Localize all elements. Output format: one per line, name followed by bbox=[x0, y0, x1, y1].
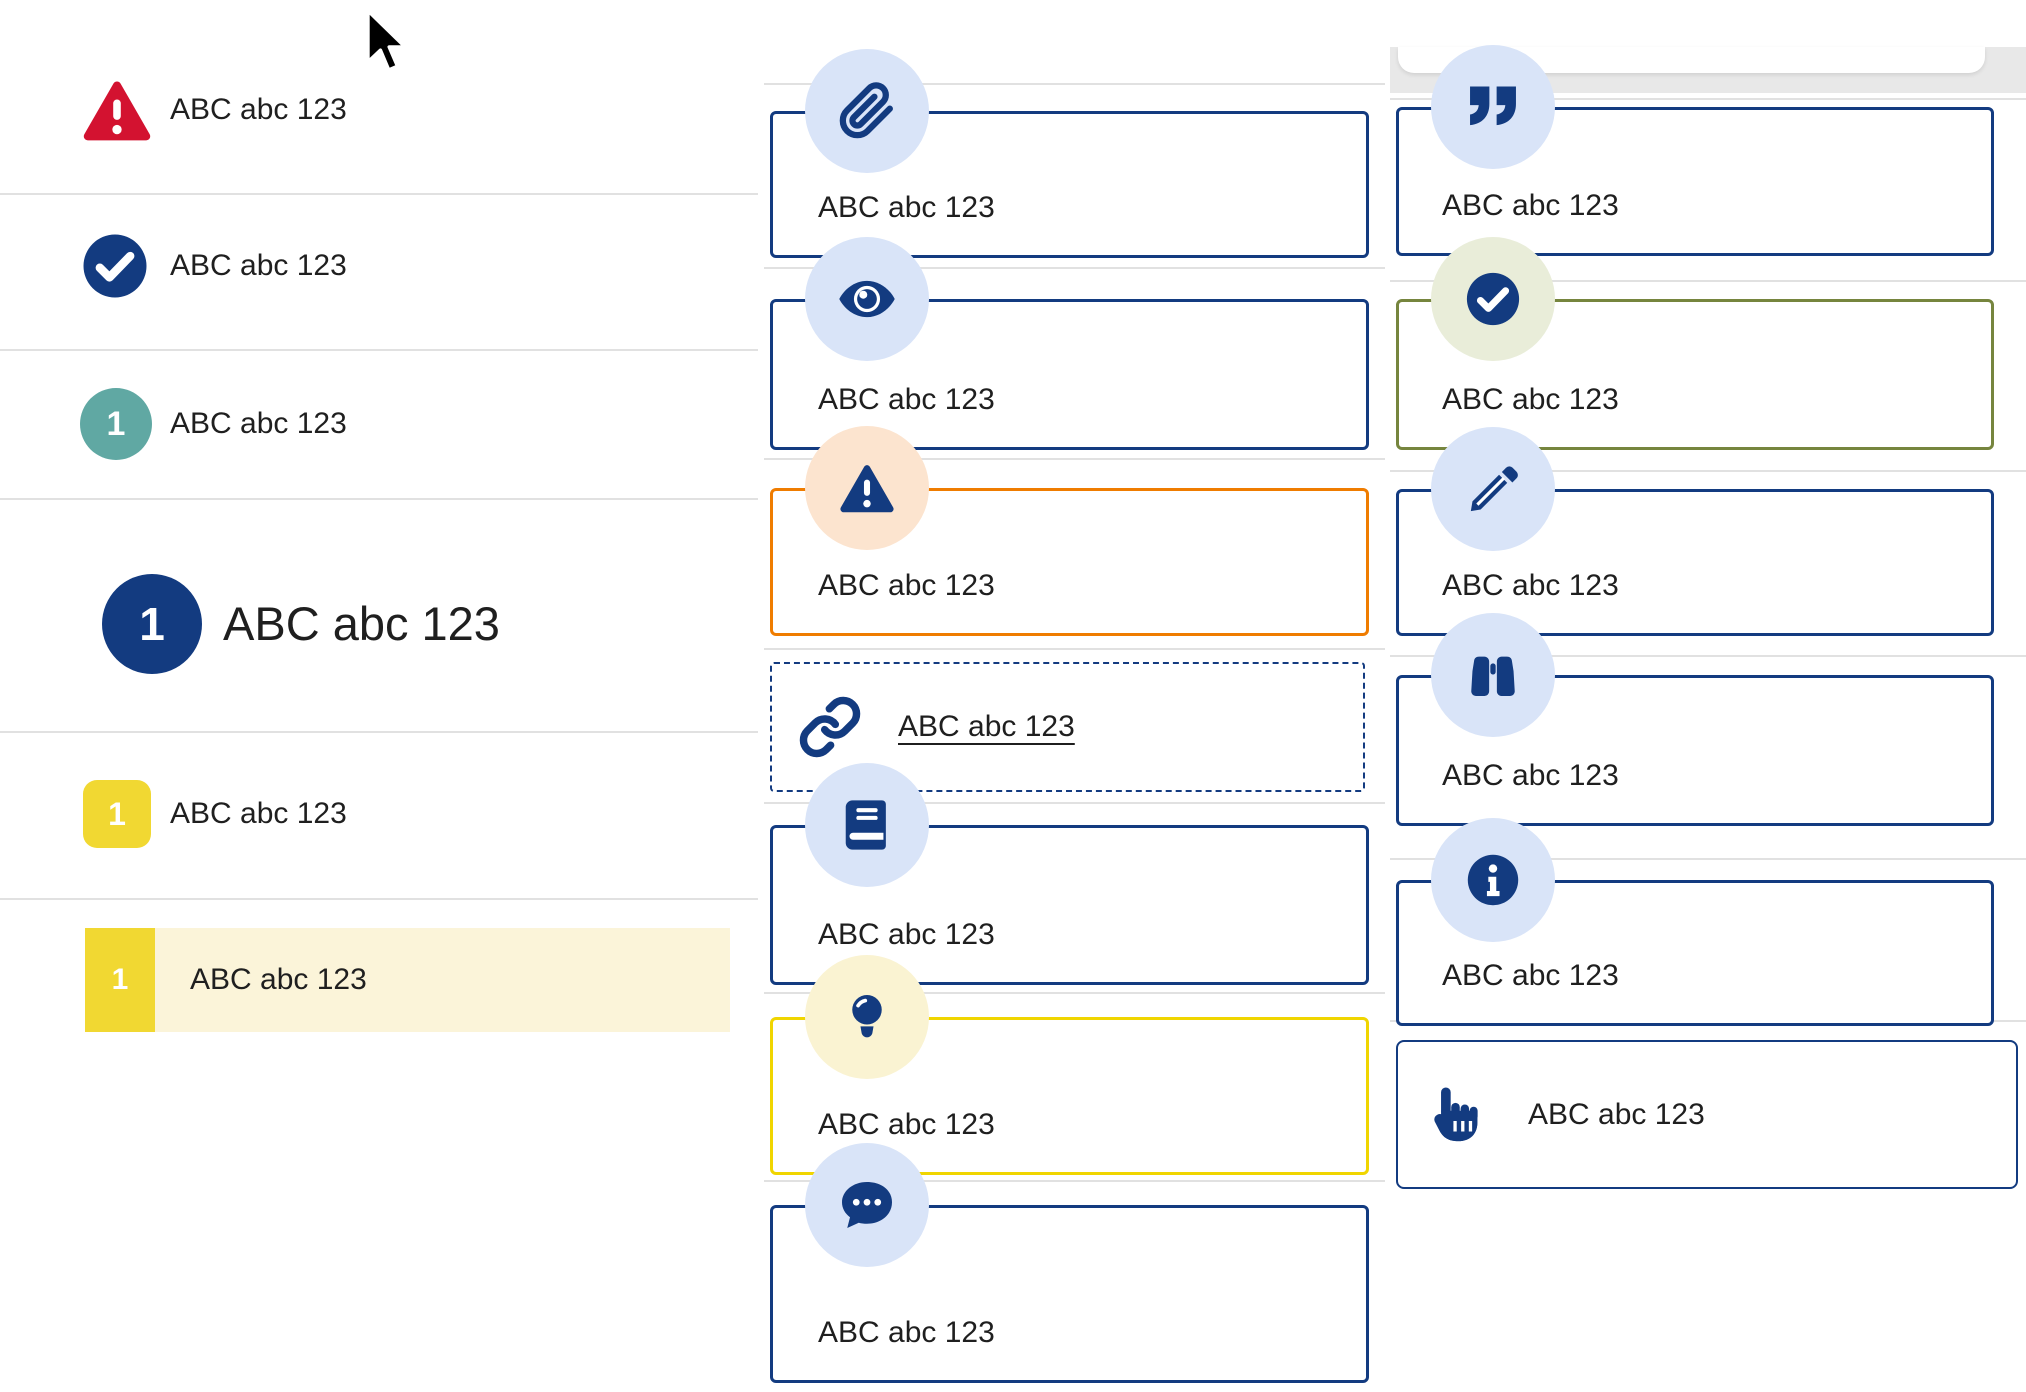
list-item-label: ABC abc 123 bbox=[190, 963, 367, 996]
callout-label: ABC abc 123 bbox=[818, 918, 995, 951]
callout-label: ABC abc 123 bbox=[1442, 759, 1619, 792]
callout-label: ABC abc 123 bbox=[818, 1316, 995, 1349]
divider bbox=[1390, 858, 2026, 860]
callout-badge bbox=[1431, 818, 1555, 942]
callout-label: ABC abc 123 bbox=[1442, 569, 1619, 602]
divider bbox=[764, 992, 1385, 994]
chat-icon bbox=[837, 1175, 897, 1235]
divider bbox=[764, 802, 1385, 804]
divider bbox=[1390, 470, 2026, 472]
callout-badge bbox=[1431, 45, 1555, 169]
list-item-label: ABC abc 123 bbox=[170, 797, 347, 830]
callout-label: ABC abc 123 bbox=[1442, 959, 1619, 992]
info-icon bbox=[1465, 852, 1521, 908]
callout-label: ABC abc 123 bbox=[1442, 383, 1619, 416]
list-item-step-large[interactable]: 1 ABC abc 123 bbox=[102, 573, 500, 674]
list-item-step-highlighted[interactable]: 1 ABC abc 123 bbox=[85, 928, 730, 1032]
callout-label: ABC abc 123 bbox=[1528, 1097, 1705, 1131]
callout-badge bbox=[805, 763, 929, 887]
list-item-label: ABC abc 123 bbox=[170, 407, 347, 440]
check-circle-icon bbox=[80, 231, 150, 301]
quote-icon bbox=[1464, 78, 1522, 136]
callout-label: ABC abc 123 bbox=[818, 191, 995, 224]
divider bbox=[1390, 280, 2026, 282]
hand-pointer-icon bbox=[1424, 1082, 1490, 1148]
divider bbox=[764, 267, 1385, 269]
callout-label: ABC abc 123 bbox=[1442, 189, 1619, 222]
divider bbox=[0, 731, 758, 733]
divider bbox=[1390, 98, 2026, 100]
alert-triangle-icon bbox=[838, 460, 896, 516]
link-label[interactable]: ABC abc 123 bbox=[898, 710, 1075, 743]
callout-badge bbox=[805, 955, 929, 1079]
list-item-step-teal[interactable]: 1 ABC abc 123 bbox=[80, 374, 347, 474]
step-number-badge: 1 bbox=[83, 780, 151, 848]
book-icon bbox=[838, 796, 896, 854]
step-number-badge: 1 bbox=[85, 928, 155, 1032]
callout-label: ABC abc 123 bbox=[818, 383, 995, 416]
divider bbox=[0, 498, 758, 500]
list-item-alert[interactable]: ABC abc 123 bbox=[80, 60, 347, 160]
callout-action[interactable]: ABC abc 123 bbox=[1396, 1040, 2018, 1189]
alert-triangle-icon bbox=[80, 75, 154, 145]
callout-label: ABC abc 123 bbox=[818, 1108, 995, 1141]
link-icon bbox=[798, 695, 862, 759]
divider bbox=[0, 349, 758, 351]
callout-badge bbox=[1431, 427, 1555, 551]
divider bbox=[764, 458, 1385, 460]
callout-badge bbox=[805, 1143, 929, 1267]
divider bbox=[764, 1180, 1385, 1182]
divider bbox=[1390, 655, 2026, 657]
callout-label: ABC abc 123 bbox=[818, 569, 995, 602]
callout-badge bbox=[1431, 613, 1555, 737]
callout-preview: ABC abc 123 bbox=[770, 299, 1369, 450]
callout-badge bbox=[1431, 237, 1555, 361]
divider bbox=[0, 193, 758, 195]
divider bbox=[764, 83, 1385, 85]
lightbulb-icon bbox=[838, 988, 896, 1046]
binoculars-icon bbox=[1464, 646, 1522, 704]
divider bbox=[764, 648, 1385, 650]
list-item-label: ABC abc 123 bbox=[223, 597, 500, 650]
eye-icon bbox=[835, 267, 899, 331]
callout-badge bbox=[805, 49, 929, 173]
divider bbox=[0, 898, 758, 900]
list-item-label: ABC abc 123 bbox=[170, 249, 347, 282]
list-item-label: ABC abc 123 bbox=[170, 93, 347, 126]
list-item-step-yellow[interactable]: 1 ABC abc 123 bbox=[83, 764, 347, 864]
callout-badge bbox=[805, 426, 929, 550]
mouse-cursor-icon bbox=[362, 8, 408, 76]
list-item-check[interactable]: ABC abc 123 bbox=[80, 216, 347, 316]
check-circle-icon bbox=[1464, 270, 1522, 328]
paperclip-icon bbox=[838, 82, 896, 140]
callout-badge bbox=[805, 237, 929, 361]
pencil-icon bbox=[1465, 461, 1521, 517]
step-number-badge: 1 bbox=[102, 573, 202, 674]
step-number-badge: 1 bbox=[80, 388, 152, 460]
